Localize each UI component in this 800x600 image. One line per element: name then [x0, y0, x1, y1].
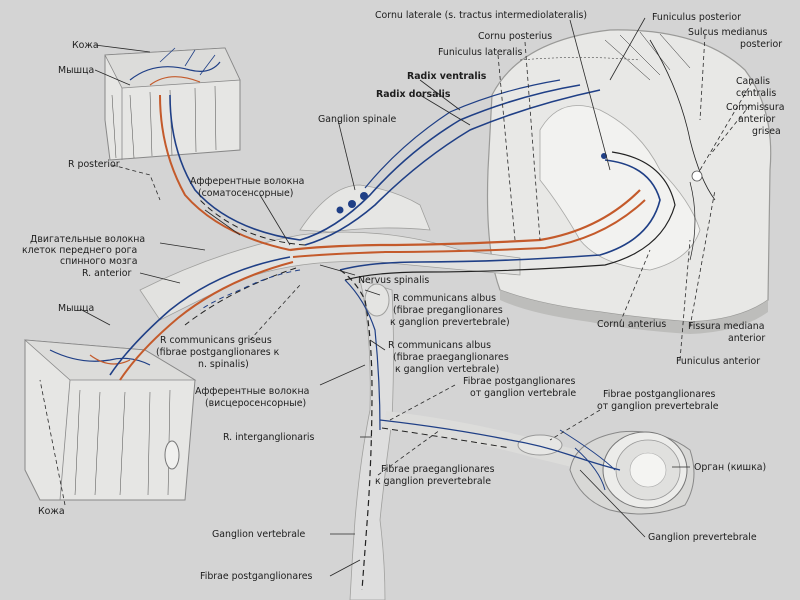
- label-funiculus-anterior: Funiculus anterior: [676, 356, 760, 367]
- label-fibrae-prae-1: Fibrae praeganglionares: [381, 464, 495, 475]
- label-r-comm-albus-2: (fibrae preganglionares: [393, 305, 503, 316]
- label-fibrae-postganglionares: Fibrae postganglionares: [200, 571, 312, 582]
- label-ganglion-prevertebrale: Ganglion prevertebrale: [648, 532, 757, 543]
- label-cornu-laterale: Cornu laterale (s. tractus intermediolat…: [375, 10, 587, 21]
- label-r-comm-albus-3: к ganglion prevertebrale): [390, 317, 510, 328]
- label-dvigatelnye-3: спинного мозга: [60, 256, 137, 267]
- label-r-interganglionaris: R. interganglionaris: [223, 432, 314, 443]
- spinal-cord: [486, 29, 772, 334]
- label-sulcus-2: posterior: [740, 39, 782, 50]
- label-afferent-soma-1: Афферентные волокна: [190, 176, 304, 187]
- label-r-comm-albus-1: R communicans albus: [393, 293, 496, 304]
- label-r-comm-griseus-3: n. spinalis): [198, 359, 249, 370]
- label-nervus-spinalis: Nervus spinalis: [358, 275, 429, 286]
- leader-lines: [39, 17, 753, 577]
- label-funiculus-lateralis: Funiculus lateralis: [438, 47, 522, 58]
- label-r-comm-griseus-2: (fibrae postganglionares к: [156, 347, 280, 358]
- label-canalis-1: Canalis: [736, 76, 770, 87]
- label-cornu-anterius: Cornu anterius: [597, 319, 666, 330]
- skin-block-bottom: [23, 339, 197, 501]
- label-kozha-bottom: Кожа: [38, 506, 65, 517]
- label-organ: Орган (кишка): [694, 462, 766, 473]
- label-myshtsa-top: Мышца: [58, 65, 94, 76]
- label-fissura-2: anterior: [728, 333, 765, 344]
- labels: Кожа Мышца R posterior Двигательные воло…: [22, 10, 784, 582]
- label-r-anterior: R. anterior: [82, 268, 131, 279]
- label-fibrae-post-prev-2: от ganglion prevertebrale: [597, 401, 719, 412]
- label-funiculus-posterior: Funiculus posterior: [652, 12, 741, 23]
- ganglion-prevertebrale-shape: [517, 434, 563, 456]
- label-commissura-1: Commissura: [726, 102, 784, 113]
- label-radix-ventralis: Radix ventralis: [407, 71, 487, 82]
- label-r-comm-griseus-1: R communicans griseus: [160, 335, 272, 346]
- skin-block-top: [104, 47, 241, 161]
- label-r-comm-albus2-2: (fibrae praeganglionares: [393, 352, 509, 363]
- label-radix-dorsalis: Radix dorsalis: [376, 89, 451, 100]
- label-ganglion-spinale: Ganglion spinale: [318, 114, 397, 125]
- label-kozha-top: Кожа: [72, 40, 99, 51]
- label-fissura-1: Fissura mediana: [688, 321, 765, 332]
- nerve-fibres: [109, 79, 676, 591]
- label-fibrae-prae-2: к ganglion prevertebrale: [375, 476, 491, 487]
- label-dvigatelnye-1: Двигательные волокна: [30, 234, 145, 245]
- label-ganglion-vertebrale: Ganglion vertebrale: [212, 529, 306, 540]
- label-myshtsa-bottom: Мышца: [58, 303, 94, 314]
- label-afferent-viscero-1: Афферентные волокна: [195, 386, 309, 397]
- label-fibrae-post-vert-2: от ganglion vertebrale: [470, 388, 576, 399]
- label-commissura-3: grisea: [752, 126, 781, 137]
- label-afferent-viscero-2: (висцеросенсорные): [205, 398, 306, 409]
- label-fibrae-post-prev-1: Fibrae postganglionares: [603, 389, 715, 400]
- label-r-comm-albus2-3: к ganglion vertebrale): [395, 364, 499, 375]
- label-dvigatelnye-2: клеток переднего рога: [22, 245, 137, 256]
- label-sulcus-1: Sulcus medianus: [688, 27, 768, 38]
- label-canalis-2: centralis: [736, 88, 776, 99]
- label-cornu-posterius: Cornu posterius: [478, 31, 552, 42]
- label-r-comm-albus2-1: R communicans albus: [388, 340, 491, 351]
- label-r-posterior: R posterior: [68, 159, 120, 170]
- label-commissura-2: anterior: [738, 114, 775, 125]
- organ-intestine: [559, 429, 695, 515]
- label-afferent-soma-2: (соматосенсорные): [198, 188, 293, 199]
- label-fibrae-post-vert-1: Fibrae postganglionares: [463, 376, 575, 387]
